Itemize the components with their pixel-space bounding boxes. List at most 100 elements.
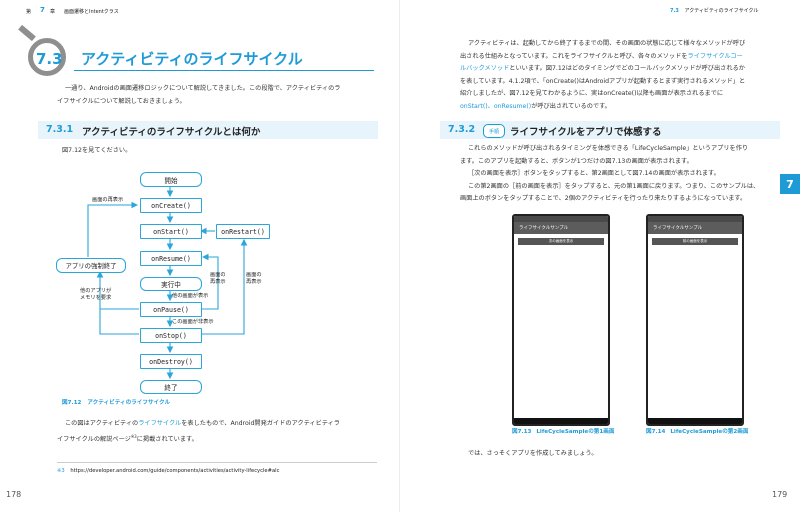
running-head-section-num: 7.3 xyxy=(670,8,679,14)
closing-text: では、さっそくアプリを作成してみましょう。 xyxy=(468,450,598,457)
rp2-line-1: これらのメソッドが呼び出されるタイミングを体感できる「LifeCycleSamp… xyxy=(468,145,749,152)
subsection-heading-732: 7.3.2 手順 ライフサイクルをアプリで体感する xyxy=(440,121,780,139)
rp2-line-5: 画面上のボタンをタップすることで、2個のアクティビティを行ったり来たりするように… xyxy=(460,195,747,202)
figure-caption-712: 図7.12 アクティビティのライフサイクル xyxy=(62,398,170,406)
phone-screen-2: ライフサイクルサンプル 前の画面を表示 xyxy=(646,214,744,426)
label-redisplay-b2: 再表示 xyxy=(246,279,262,285)
para-text-d: に掲載されています。 xyxy=(136,435,198,443)
intro-line-1: 一通り、Androidの画面遷移ロジックについて解説してきました。この段階で、ア… xyxy=(65,85,341,92)
section-heading: 7.3 アクティビティのライフサイクル xyxy=(14,14,374,76)
app-bar-title: ライフサイクルサンプル xyxy=(648,222,742,234)
para-text-c: イフサイクルの解説ページ xyxy=(57,435,131,443)
chapter-tab: 7 xyxy=(780,174,800,194)
page-number-left: 178 xyxy=(6,490,22,499)
rp1-line-1: アクティビティは、起動してから終了するまでの間、その画面の状態に応じて様々なメソ… xyxy=(460,38,770,51)
section-number: 7.3 xyxy=(36,50,63,68)
rp2-line-2: ます。このアプリを起動すると、ボタンが1つだけの図7.13の画面が表示されます。 xyxy=(460,157,693,165)
node-end: 終了 xyxy=(140,380,202,394)
node-oncreate: onCreate() xyxy=(140,198,202,213)
caption-num: 図7.12 xyxy=(62,400,82,406)
label-redisplay-a1: 画面の xyxy=(210,272,226,278)
right-page: 7.3 アクティビティのライフサイクル アクティビティは、起動してから終了するま… xyxy=(400,0,800,512)
lifecycle-keyword: ライフサイクル xyxy=(138,420,182,427)
see-figure-text: 図7.12を見てください。 xyxy=(62,147,132,154)
caption-num: 図7.13 xyxy=(512,429,532,435)
figure-caption-714: 図7.14 LifeCycleSampleの第2画面 xyxy=(646,427,748,435)
rp2-line-3: ［次の画面を表示］ボタンをタップすると、第2画面として図7.14の画面が表示され… xyxy=(468,170,720,177)
rp1-line-5: 紹介しましたが、図7.12を見てわかるように、実はonCreate()以降も画面… xyxy=(460,88,770,101)
section-underline xyxy=(74,70,374,71)
subsection-title: アクティビティのライフサイクルとは何か xyxy=(82,127,261,138)
node-start: 開始 xyxy=(140,172,202,187)
subsection-number: 7.3.2 xyxy=(448,124,476,135)
left-page: 第 7 章 画面遷移とIntentクラス 7.3 アクティビティのライフサイクル… xyxy=(6,4,394,499)
label-redisplay-top: 画面の再表示 xyxy=(92,197,124,203)
rp1-line-3: ルバックメソッドといいます。図7.12はどのタイミングでどのコールバックメソッド… xyxy=(460,63,770,76)
caption-title: アクティビティのライフサイクル xyxy=(87,400,171,406)
section-title: アクティビティのライフサイクル xyxy=(81,50,303,68)
node-running: 実行中 xyxy=(140,277,202,291)
intro-line-2: イフサイクルについて解説しておきましょう。 xyxy=(57,97,186,105)
rp1-t3: といいます。図7.12はどのタイミングでどのコールバックメソッドが呼び出されるか xyxy=(509,65,745,72)
next-screen-button[interactable]: 次の画面を表示 xyxy=(518,238,604,245)
intro-paragraph: 一通り、Androidの画面遷移ロジックについて解説してきました。この段階で、ア… xyxy=(57,83,377,108)
prev-screen-button[interactable]: 前の画面を表示 xyxy=(652,238,738,245)
node-onresume: onResume() xyxy=(140,251,202,266)
node-ondestroy: onDestroy() xyxy=(140,354,202,369)
label-other-app-2: メモリを要求 xyxy=(80,295,112,301)
chapter-label: 第 xyxy=(26,9,32,15)
node-killed: アプリの強制終了 xyxy=(56,258,126,273)
label-screen-hidden: この画面が非表示 xyxy=(172,319,214,325)
rp1-t2: 出される仕組みとなっています。これをライフサイクルと呼び、各々のメソッドを xyxy=(460,52,688,60)
rp1-hl3: ルバックメソッド xyxy=(460,65,510,72)
right-para-2: これらのメソッドが呼び出されるタイミングを体感できる「LifeCycleSamp… xyxy=(460,143,775,206)
node-onpause: onPause() xyxy=(140,302,202,317)
figure-caption-713: 図7.13 LifeCycleSampleの第1画面 xyxy=(512,427,614,435)
label-other-app-1: 他のアプリが xyxy=(80,288,112,294)
subsection-number: 7.3.1 xyxy=(46,124,74,135)
running-head-title: アクティビティのライフサイクル xyxy=(684,8,759,14)
footnote-rule xyxy=(57,462,377,463)
para-text-b: を表したもので、Android開発ガイドのアクティビティラ xyxy=(181,420,340,427)
label-redisplay-b1: 画面の xyxy=(246,272,262,278)
caption-num: 図7.14 xyxy=(646,429,666,435)
rp1-t5: 紹介しましたが、図7.12を見てわかるように、実はonCreate()以降も画面… xyxy=(460,90,724,97)
page-number-right: 179 xyxy=(772,490,788,499)
rp1-hl2: ライフサイクルコー xyxy=(687,52,743,60)
lifecycle-diagram: 開始 onCreate() onStart() onRestart() onRe… xyxy=(56,172,270,394)
nav-bar xyxy=(514,418,608,424)
diagram-arrows xyxy=(87,186,248,380)
para-line-1: この図はアクティビティのライフサイクルを表したもので、Android開発ガイドの… xyxy=(57,418,377,431)
caption-title: LifeCycleSampleの第2画面 xyxy=(670,429,749,435)
subsection-title: ライフサイクルをアプリで体感する xyxy=(510,127,662,138)
footnote: ※3 https://developer.android.com/guide/c… xyxy=(57,468,279,474)
node-onstop: onStop() xyxy=(140,328,202,343)
rp1-t1: アクティビティは、起動してから終了するまでの間、その画面の状態に応じて様々なメソ… xyxy=(468,40,746,47)
subsection-heading-731: 7.3.1 アクティビティのライフサイクルとは何か xyxy=(38,121,378,139)
footnote-mark: ※3 xyxy=(57,468,65,474)
status-bar xyxy=(514,216,608,222)
caption-title: LifeCycleSampleの第1画面 xyxy=(536,429,615,435)
phone-screen-1: ライフサイクルサンプル 次の画面を表示 xyxy=(512,214,610,426)
rp1-t4: を表しています。4.1.2項で、「onCreate()はAndroidアプリが起… xyxy=(460,77,746,85)
para-text-a: この図はアクティビティの xyxy=(65,420,139,427)
footnote-url[interactable]: https://developer.android.com/guide/comp… xyxy=(70,468,280,474)
node-onrestart: onRestart() xyxy=(216,224,270,239)
rp1-hl6: onStart()、onResume() xyxy=(460,102,532,110)
node-onstart: onStart() xyxy=(140,224,202,239)
running-head-title: 画面遷移とIntentクラス xyxy=(64,9,119,15)
rp1-line-4: を表しています。4.1.2項で、「onCreate()はAndroidアプリが起… xyxy=(460,76,770,89)
para-line-2: イフサイクルの解説ページ※3に掲載されています。 xyxy=(57,431,377,447)
magnifier-icon xyxy=(28,38,66,76)
rp2-line-4: この第2画面の［前の画面を表示］をタップすると、元の第1画面に戻ります。つまり、… xyxy=(468,182,760,190)
right-para-1: アクティビティは、起動してから終了するまでの間、その画面の状態に応じて様々なメソ… xyxy=(460,38,770,113)
rp1-t6: が呼び出されているのです。 xyxy=(531,102,611,110)
label-other-screen-shown: 他の画面が表示 xyxy=(172,293,209,299)
rp1-line-2: 出される仕組みとなっています。これをライフサイクルと呼び、各々のメソッドをライフ… xyxy=(460,51,770,64)
left-running-head: 第 7 章 画面遷移とIntentクラス xyxy=(14,4,394,16)
steps-badge-icon: 手順 xyxy=(483,124,505,138)
chapter-num: 7 xyxy=(40,6,45,14)
app-bar-title: ライフサイクルサンプル xyxy=(514,222,608,234)
rp1-line-6: onStart()、onResume()が呼び出されているのです。 xyxy=(460,101,770,114)
chapter-suffix: 章 xyxy=(50,9,56,15)
